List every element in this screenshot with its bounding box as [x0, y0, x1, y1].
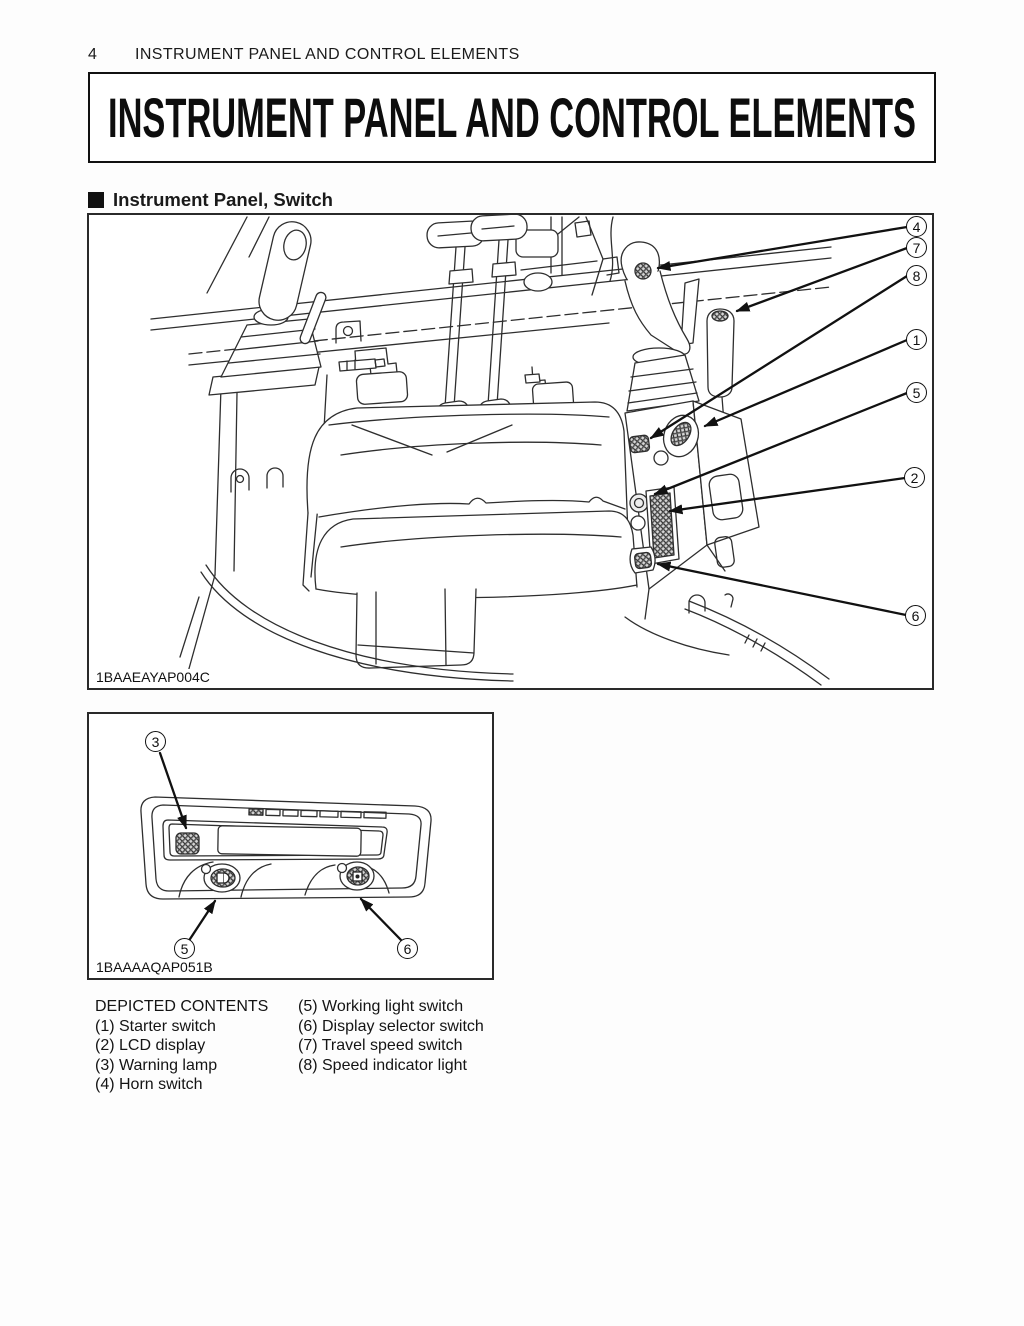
running-header-title: INSTRUMENT PANEL AND CONTROL ELEMENTS: [135, 46, 520, 63]
figure-operator-station: 4 7 8 1 5 2 6 1BAAEAYAP004C: [87, 213, 934, 690]
callout-6: 6: [397, 938, 418, 959]
display-selector-switch: [338, 862, 375, 890]
instrument-panel-drawing: [89, 714, 492, 978]
legend-item-5: (5) Working light switch: [298, 998, 464, 1015]
left-joystick: [180, 218, 327, 683]
callout-7: 7: [906, 237, 927, 258]
figure1-image-code: 1BAAEAYAP004C: [94, 669, 212, 685]
chapter-title-art: INSTRUMENT PANEL AND CONTROL ELEMENTS: [108, 86, 916, 149]
right-joystick: [621, 242, 699, 411]
headlight-icon: [217, 873, 224, 883]
right-console: [625, 401, 759, 619]
callout-4: 4: [906, 216, 927, 237]
section-heading: Instrument Panel, Switch: [88, 189, 333, 211]
lcd-display: [650, 493, 674, 558]
callout-5: 5: [174, 938, 195, 959]
operator-seat: [303, 402, 637, 668]
display-selector-switch: [634, 552, 652, 569]
section-heading-text: Instrument Panel, Switch: [113, 189, 333, 210]
operator-station-drawing: [89, 215, 932, 688]
chapter-title: INSTRUMENT PANEL AND CONTROL ELEMENTS: [108, 86, 916, 149]
travel-speed-lever: [707, 309, 734, 423]
secondary-lever: [299, 291, 328, 345]
legend-item-1: (1) Starter switch: [95, 1017, 216, 1035]
legend: DEPICTED CONTENTS (1) Starter switch (2)…: [95, 997, 484, 1095]
callout-5: 5: [906, 382, 927, 403]
page-number: 4: [88, 46, 98, 63]
floor-lines: [201, 565, 829, 685]
section-marker-icon: [88, 192, 104, 208]
legend-item-2: (2) LCD display: [95, 1037, 206, 1054]
legend-column-1: DEPICTED CONTENTS (1) Starter switch (2)…: [95, 997, 298, 1095]
starter-switch: [667, 419, 695, 449]
working-light-switch: [202, 864, 241, 892]
running-header: 4 INSTRUMENT PANEL AND CONTROL ELEMENTS: [88, 46, 936, 64]
legend-item-8: (8) Speed indicator light: [298, 1056, 467, 1074]
callout-2: 2: [904, 467, 925, 488]
vent-slots: [249, 809, 386, 818]
figure2-image-code: 1BAAAAQAP051B: [94, 959, 215, 975]
warning-lamp: [176, 833, 199, 854]
speed-indicator-light: [629, 435, 650, 453]
working-light-switch: [630, 494, 648, 512]
display-bezel: [163, 820, 387, 860]
legend-item-7: (7) Travel speed switch: [298, 1037, 463, 1054]
figure-instrument-panel: 3 5 6 1BAAAAQAP051B: [87, 712, 494, 980]
callout-6: 6: [905, 605, 926, 626]
legend-item-4: (4) Horn switch: [95, 1076, 203, 1093]
callout-arrows: [649, 227, 907, 615]
legend-column-2: (5) Working light switch (6) Display sel…: [298, 997, 484, 1095]
callout-3: 3: [145, 731, 166, 752]
chapter-title-box: INSTRUMENT PANEL AND CONTROL ELEMENTS: [88, 72, 936, 163]
legend-title: DEPICTED CONTENTS: [95, 998, 269, 1015]
callout-8: 8: [906, 265, 927, 286]
callout-arrows: [160, 753, 401, 940]
legend-item-3: (3) Warning lamp: [95, 1056, 218, 1074]
legend-item-6: (6) Display selector switch: [298, 1017, 484, 1035]
horn-switch: [635, 263, 651, 279]
lcd-window: [218, 826, 361, 856]
cab-frame-parts: [516, 217, 699, 345]
callout-1: 1: [906, 329, 927, 350]
